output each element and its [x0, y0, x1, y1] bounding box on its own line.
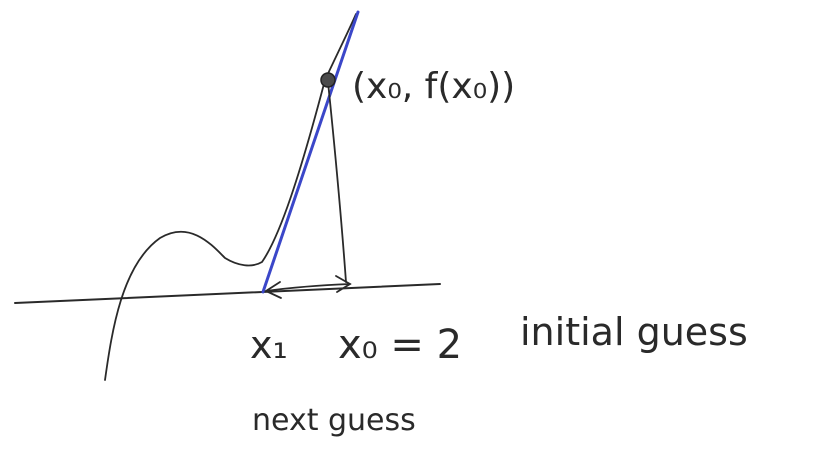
next-guess-label: next guess: [252, 403, 416, 438]
initial-guess-label: initial guess: [520, 310, 748, 354]
x0-equals-label: x₀ = 2: [338, 322, 462, 368]
point-label: (x₀, f(x₀)): [352, 66, 515, 107]
tangent-line: [261, 10, 360, 294]
x1-label: x₁: [250, 323, 288, 367]
arrowhead-right-icon: [335, 275, 352, 293]
arrowhead-left-icon: [264, 281, 282, 299]
x-axis: [14, 283, 441, 304]
step-arrow-line: [265, 283, 351, 292]
function-curve: [104, 13, 357, 381]
vertical-drop-line: [327, 81, 347, 283]
point-marker: [320, 72, 336, 88]
